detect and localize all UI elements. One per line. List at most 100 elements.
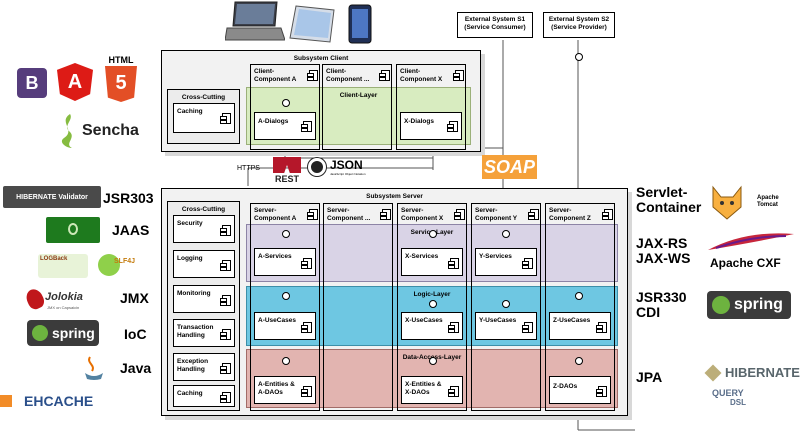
ioc-label: IoC	[124, 326, 147, 342]
client-component-a-line2: Component A	[254, 75, 297, 83]
service-port-a	[282, 230, 290, 238]
a-dialogs: A-Dialogs	[254, 112, 316, 140]
cc-transaction-line1: Transaction	[177, 324, 214, 331]
cc-monitoring-line1: Monitoring	[177, 290, 211, 297]
component-icon	[301, 258, 312, 269]
rest-logo-text: REST	[274, 174, 299, 184]
component-icon	[307, 209, 318, 220]
logic-port-a	[282, 292, 290, 300]
java-label: Java	[120, 360, 152, 376]
x-entities-line2: X-DAOs	[405, 388, 430, 396]
smartphone-icon	[348, 4, 372, 44]
x-usecases-label: X-UseCases	[405, 317, 443, 324]
server-component-y-line2: Component Y	[475, 214, 518, 222]
y-services: Y-Services	[475, 248, 537, 276]
client-component-x: Client-Component X	[396, 64, 466, 150]
spring-logo-left: spring	[27, 320, 99, 346]
server-cross-cutting-title: Cross-Cutting	[181, 206, 226, 213]
cc-security-line1: Security	[177, 220, 203, 227]
logic-port-y	[502, 300, 510, 308]
server-component-x: Server-Component X	[397, 203, 467, 411]
slf4j-logo-text: SLF4J	[114, 258, 136, 265]
server-component-x-line2: Component X	[401, 214, 444, 222]
external-s1-title: External System S1	[464, 16, 526, 23]
apache-cxf-logo-text: Apache CXF	[710, 256, 781, 270]
sencha-leaf-icon	[61, 114, 72, 148]
server-component-a-label: Server-Component A	[254, 207, 296, 222]
slf4j-logo: SLF4J	[96, 250, 140, 278]
y-services-label: Y-Services	[479, 253, 512, 260]
server-component-a: Server-Component A	[250, 203, 320, 411]
component-icon	[307, 70, 318, 81]
json-logo: JSON JavaScript Object Notation	[308, 158, 368, 184]
hibernate-logo: HIBERNATE	[704, 364, 807, 384]
data-port-z	[575, 357, 583, 365]
cc-security-label: Security	[177, 220, 203, 228]
component-icon	[596, 386, 607, 397]
client-component-a: Client-Component A	[250, 64, 320, 150]
server-component-z-line1: Server-	[549, 207, 572, 214]
client-caching-label: Caching	[177, 108, 203, 115]
external-s2-title: External System S2	[548, 16, 610, 23]
querydsl-logo: QUERY DSL	[712, 388, 772, 422]
html5-logo-title: HTML	[108, 55, 134, 65]
servlet-label-line2: Container	[636, 199, 702, 215]
querydsl-logo-bottom: DSL	[730, 398, 746, 407]
component-icon	[220, 260, 231, 271]
service-port-x	[429, 230, 437, 238]
component-icon	[301, 386, 312, 397]
cc-exception-line2: Handling	[177, 365, 205, 373]
rest-logo: REST	[271, 157, 303, 185]
component-icon	[602, 209, 613, 220]
cc-logging-label: Logging	[177, 255, 203, 263]
component-icon	[220, 363, 231, 374]
component-icon	[522, 322, 533, 333]
spring-logo-left-text: spring	[52, 325, 95, 341]
jolokia-logo-subtitle: JMX on Capsaicin	[47, 305, 80, 310]
x-usecases: X-UseCases	[401, 312, 463, 340]
a-entities-label: A-Entities &A-DAOs	[258, 381, 295, 396]
hibernate-logo-text: HIBERNATE	[725, 365, 800, 380]
sencha-logo-text: Sencha	[82, 122, 139, 139]
servlet-container-label: Servlet-Container	[636, 185, 701, 215]
jaxrs-label-line2: JAX-WS	[636, 250, 691, 266]
server-component-y-line1: Server-	[475, 207, 498, 214]
component-icon	[301, 121, 312, 132]
jsr330-label-line2: CDI	[636, 304, 661, 320]
ehcache-logo-text: EHCACHE	[24, 393, 94, 409]
component-icon	[220, 392, 231, 403]
server-component-z: Server-Component Z	[545, 203, 615, 411]
json-logo-subtitle: JavaScript Object Notation	[330, 172, 366, 176]
component-icon	[220, 295, 231, 306]
x-entities-daos: X-Entities &X-DAOs	[401, 376, 463, 404]
jolokia-logo-text: Jolokia	[45, 291, 83, 303]
cc-exception-line1: Exception	[177, 358, 209, 365]
external-s1-role: (Service Consumer)	[464, 24, 526, 31]
component-icon	[454, 209, 465, 220]
component-icon	[522, 258, 533, 269]
cc-logging-line1: Logging	[177, 255, 203, 262]
a-entities-daos: A-Entities &A-DAOs	[254, 376, 316, 404]
tomcat-line1: Apache	[757, 195, 779, 201]
x-dialogs-label: X-Dialogs	[404, 118, 434, 125]
client-component-more-line2: Component ...	[326, 75, 370, 83]
a-dialogs-label: A-Dialogs	[258, 118, 289, 125]
component-icon	[220, 225, 231, 236]
subsystem-server-title: Subsystem Server	[366, 193, 423, 200]
html5-logo: HTML 5	[101, 55, 141, 103]
a-services: A-Services	[254, 248, 316, 276]
x-entities-line1: X-Entities &	[405, 381, 442, 388]
cc-transaction-line2: Handling	[177, 331, 205, 339]
component-icon	[380, 209, 391, 220]
component-icon	[596, 322, 607, 333]
tomcat-line2: Tomcat	[757, 202, 778, 208]
querydsl-logo-top: QUERY	[712, 388, 744, 398]
client-component-more-line1: Client-	[326, 68, 347, 75]
cc-monitoring-label: Monitoring	[177, 290, 211, 298]
